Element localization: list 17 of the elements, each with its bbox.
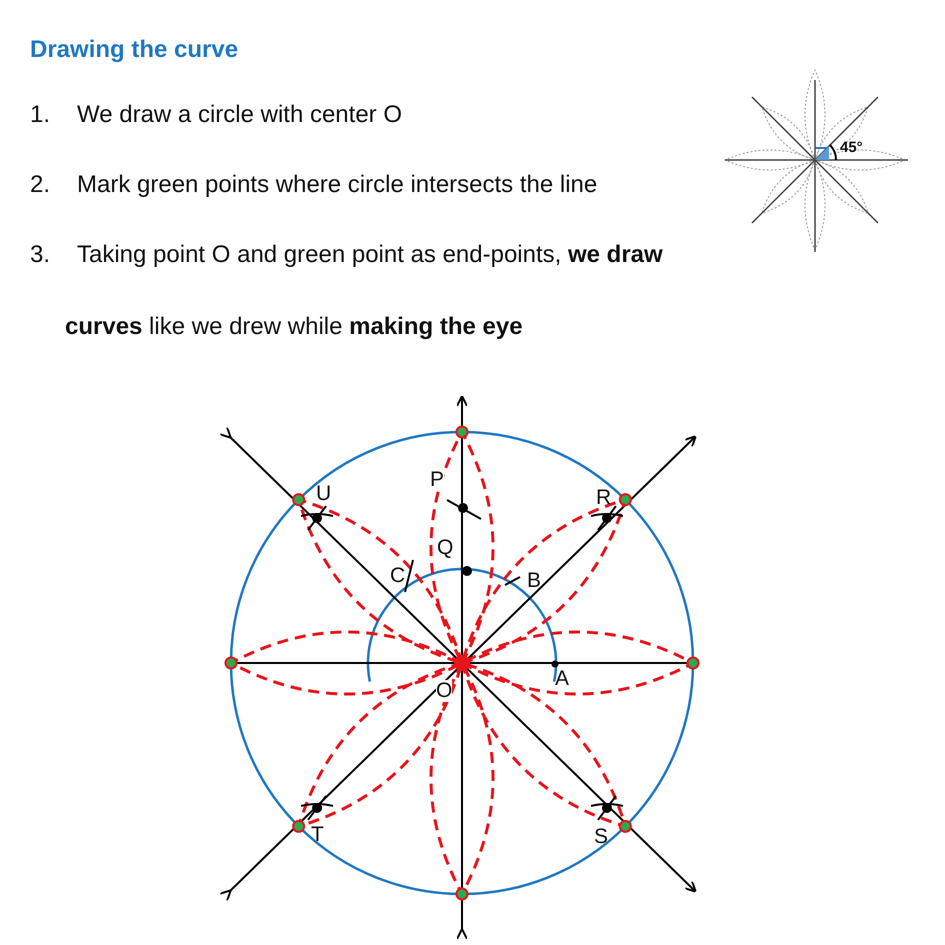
step-text: Mark green points where circle intersects the line — [77, 170, 598, 200]
point-label: U — [316, 483, 332, 505]
step-text: Taking point O and green point as end-points, we draw curves like we drew while making the eye — [65, 240, 664, 342]
point-label: B — [527, 570, 542, 592]
point-label: O — [436, 680, 452, 702]
heading: Drawing the curve — [30, 35, 238, 65]
point-label: S — [594, 826, 608, 848]
list-number: 3. — [30, 240, 50, 270]
point-label: R — [596, 487, 612, 509]
list-number: 2. — [30, 170, 50, 200]
point-label: Q — [437, 537, 454, 559]
point-label: T — [311, 824, 324, 846]
list-number: 1. — [30, 100, 50, 130]
angle-label: 45° — [840, 138, 863, 158]
step-text: We draw a circle with center O — [77, 100, 402, 130]
point-label: C — [390, 565, 406, 587]
point-label: A — [555, 668, 570, 690]
